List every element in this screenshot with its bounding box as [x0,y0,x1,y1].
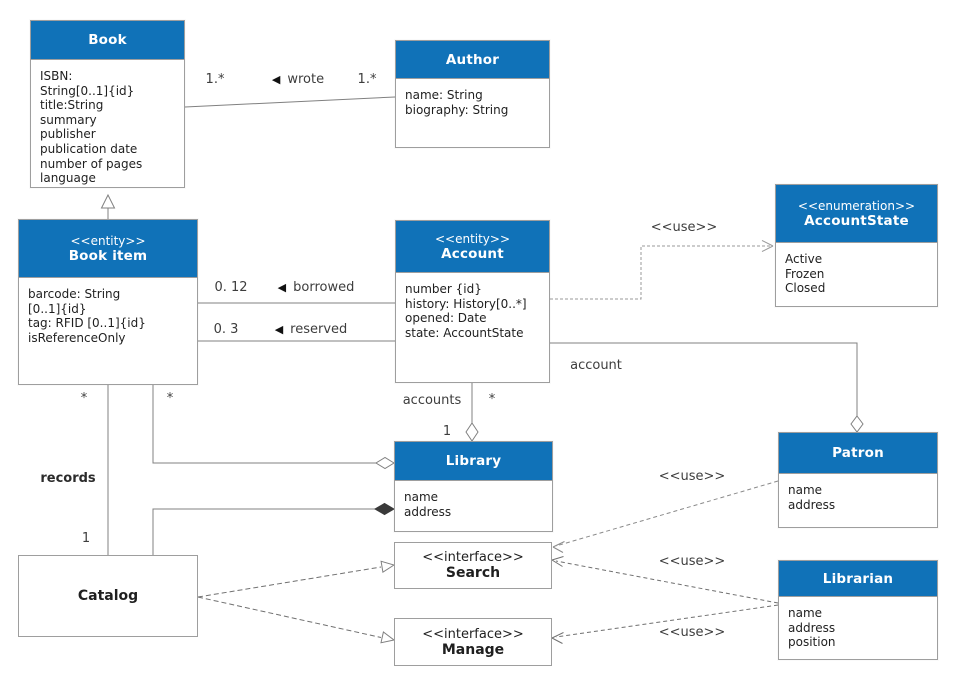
enumeration-header: <<enumeration>> AccountState [776,185,937,243]
class-book: Book ISBN: String[0..1]{id} title:String… [30,20,185,188]
composition-diamond-icon [374,502,395,516]
aggregation-diamond-icon [465,422,479,442]
class-book-header: Book [31,21,184,60]
multiplicity-accounts-star: * [488,392,496,407]
class-account-header: <<entity>> Account [396,221,549,273]
edge-label-text: borrowed [293,280,355,295]
edge-bookitem-library [152,385,376,464]
multiplicity-borrowed: 0. 12 [214,280,248,295]
class-library-header: Library [395,442,552,481]
edge-wrote [184,96,396,108]
edge-use-patron-search [555,480,779,547]
class-name: Search [445,565,501,581]
class-patron: Patron name address [778,432,938,528]
class-name: Catalog [77,588,139,604]
edge-label-records: records [40,471,96,486]
class-stereotype: <<entity>> [70,233,146,248]
edge-catalog-realizes-manage [197,596,382,638]
class-stereotype: <<interface>> [422,626,524,642]
class-name: Librarian [822,570,894,587]
class-name: Book item [68,247,148,264]
edge-label-use-librarian-search: <<use>> [658,554,726,569]
edge-use-librarian-search [555,560,779,604]
interface-manage: <<interface>> Manage [394,618,552,666]
edge-label-borrowed: ◀ borrowed [278,280,355,295]
edge-label-text: reserved [290,322,348,337]
multiplicity-records-one: 1 [81,531,91,546]
enumeration-account-state: <<enumeration>> AccountState Active Froz… [775,184,938,307]
class-book-item: <<entity>> Book item barcode: String [0.… [18,219,198,385]
edge-use-account-accountstate [550,245,770,300]
class-patron-header: Patron [779,433,937,474]
multiplicity-author-wrote: 1.* [357,72,377,87]
generalization-triangle-icon [100,193,116,209]
class-librarian-attributes: name address position [788,606,836,650]
class-book-item-header: <<entity>> Book item [19,220,197,278]
class-librarian-header: Librarian [779,561,937,597]
class-name: Author [445,51,500,68]
class-librarian: Librarian name address position [778,560,938,660]
edge-use-librarian-manage [555,604,779,638]
class-stereotype: <<interface>> [422,550,524,565]
direction-arrow-icon: ◀ [274,323,284,336]
class-author: Author name: String biography: String [395,40,550,148]
aggregation-diamond-icon [850,415,864,433]
edge-label-use-patron-search: <<use>> [658,469,726,484]
edge-label-text: wrote [287,72,325,87]
realization-triangle-icon [380,560,396,574]
edge-label-use-accountstate: <<use>> [650,220,718,235]
class-author-attributes: name: String biography: String [405,88,509,117]
edge-label-accounts: accounts [402,393,462,408]
class-patron-attributes: name address [788,483,836,512]
class-library: Library name address [394,441,553,532]
multiplicity-accounts-one: 1 [442,424,452,439]
class-name: Patron [832,445,884,461]
class-author-header: Author [396,41,549,79]
edge-account-patron [550,342,858,416]
open-arrowhead-icon [551,632,564,644]
edge-label-account: account [570,358,622,373]
enumeration-values: Active Frozen Closed [785,252,826,296]
class-account-attributes: number {id} history: History[0..*] opene… [405,282,527,340]
class-name: Account [441,245,504,262]
multiplicity-book-wrote: 1.* [205,72,225,87]
open-arrowhead-icon [551,556,564,567]
edge-catalog-library [152,508,375,555]
edge-catalog-realizes-search [197,566,382,598]
class-stereotype: <<entity>> [434,231,511,246]
open-arrowhead-icon [761,240,774,252]
aggregation-diamond-icon [375,456,395,470]
class-catalog: Catalog [18,555,198,637]
class-name: Library [445,453,502,469]
edge-label-use-librarian-manage: <<use>> [658,625,726,640]
class-name: Manage [441,641,505,658]
class-account: <<entity>> Account number {id} history: … [395,220,550,383]
edge-label-wrote: ◀ wrote [272,72,324,87]
multiplicity-records-star: * [80,391,88,406]
multiplicity-bookitem-library-star: * [166,391,174,406]
class-stereotype: <<enumeration>> [797,198,916,213]
class-book-item-attributes: barcode: String [0..1]{id} tag: RFID [0.… [28,287,146,345]
edge-label-reserved: ◀ reserved [275,322,348,337]
direction-arrow-icon: ◀ [277,281,287,294]
direction-arrow-icon: ◀ [271,73,281,86]
class-book-attributes: ISBN: String[0..1]{id} title:String summ… [40,69,143,186]
interface-search: <<interface>> Search [394,542,552,589]
class-library-attributes: name address [404,490,452,519]
class-name: AccountState [804,212,909,229]
class-name: Book [88,32,127,48]
multiplicity-reserved: 0. 3 [213,322,239,337]
realization-triangle-icon [380,631,396,644]
open-arrowhead-icon [552,541,565,553]
